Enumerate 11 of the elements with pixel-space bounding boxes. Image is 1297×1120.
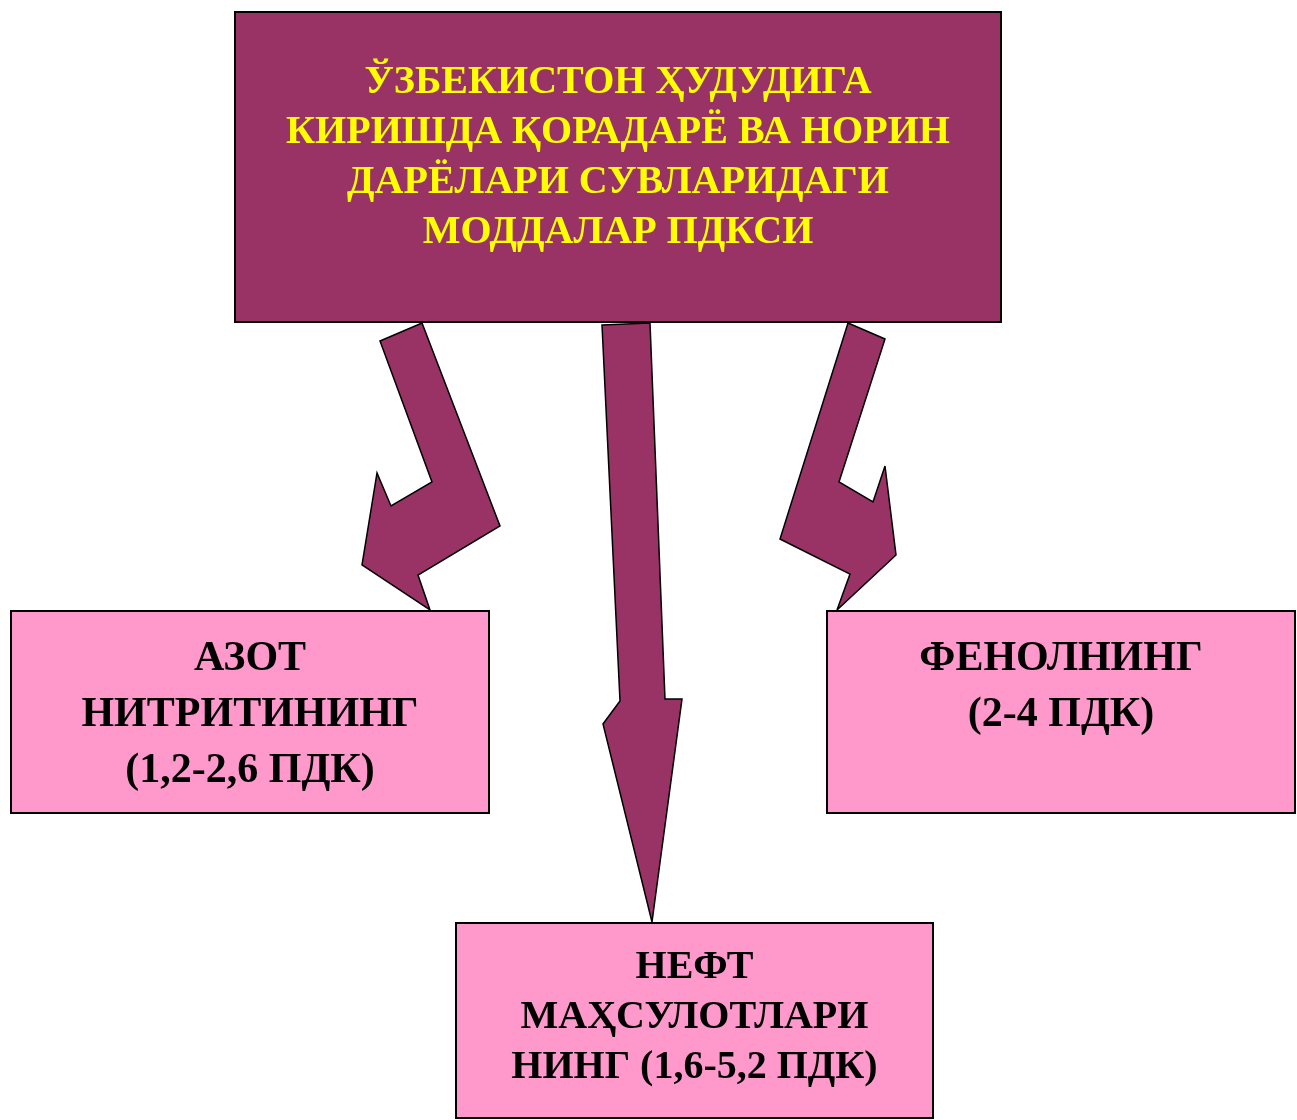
text-box (10, 610, 490, 814)
text-box (234, 11, 1002, 323)
box-label: НЕФТ МАҲСУЛОТЛАРИ НИНГ (1,6-5,2 ПДК) (510, 941, 879, 1089)
box-label: ЎЗБЕКИСТОН ҲУДУДИГА КИРИШДА ҚОРАДАРЁ ВА НОРИН ДАРЁЛАРИ СУВЛАРИДАГИ МОДДАЛАР ПДКСИ (285, 56, 951, 254)
box-label: АЗОТ НИТРИТИНИНГ (1,2-2,6 ПДК) (80, 632, 420, 793)
text-box (455, 922, 934, 1119)
block-arrow (779, 322, 897, 611)
text-box (826, 610, 1296, 814)
block-arrow (601, 322, 683, 923)
box-label: ФЕНОЛНИНГ (2-4 ПДК) (918, 632, 1204, 737)
block-arrow (361, 322, 501, 612)
